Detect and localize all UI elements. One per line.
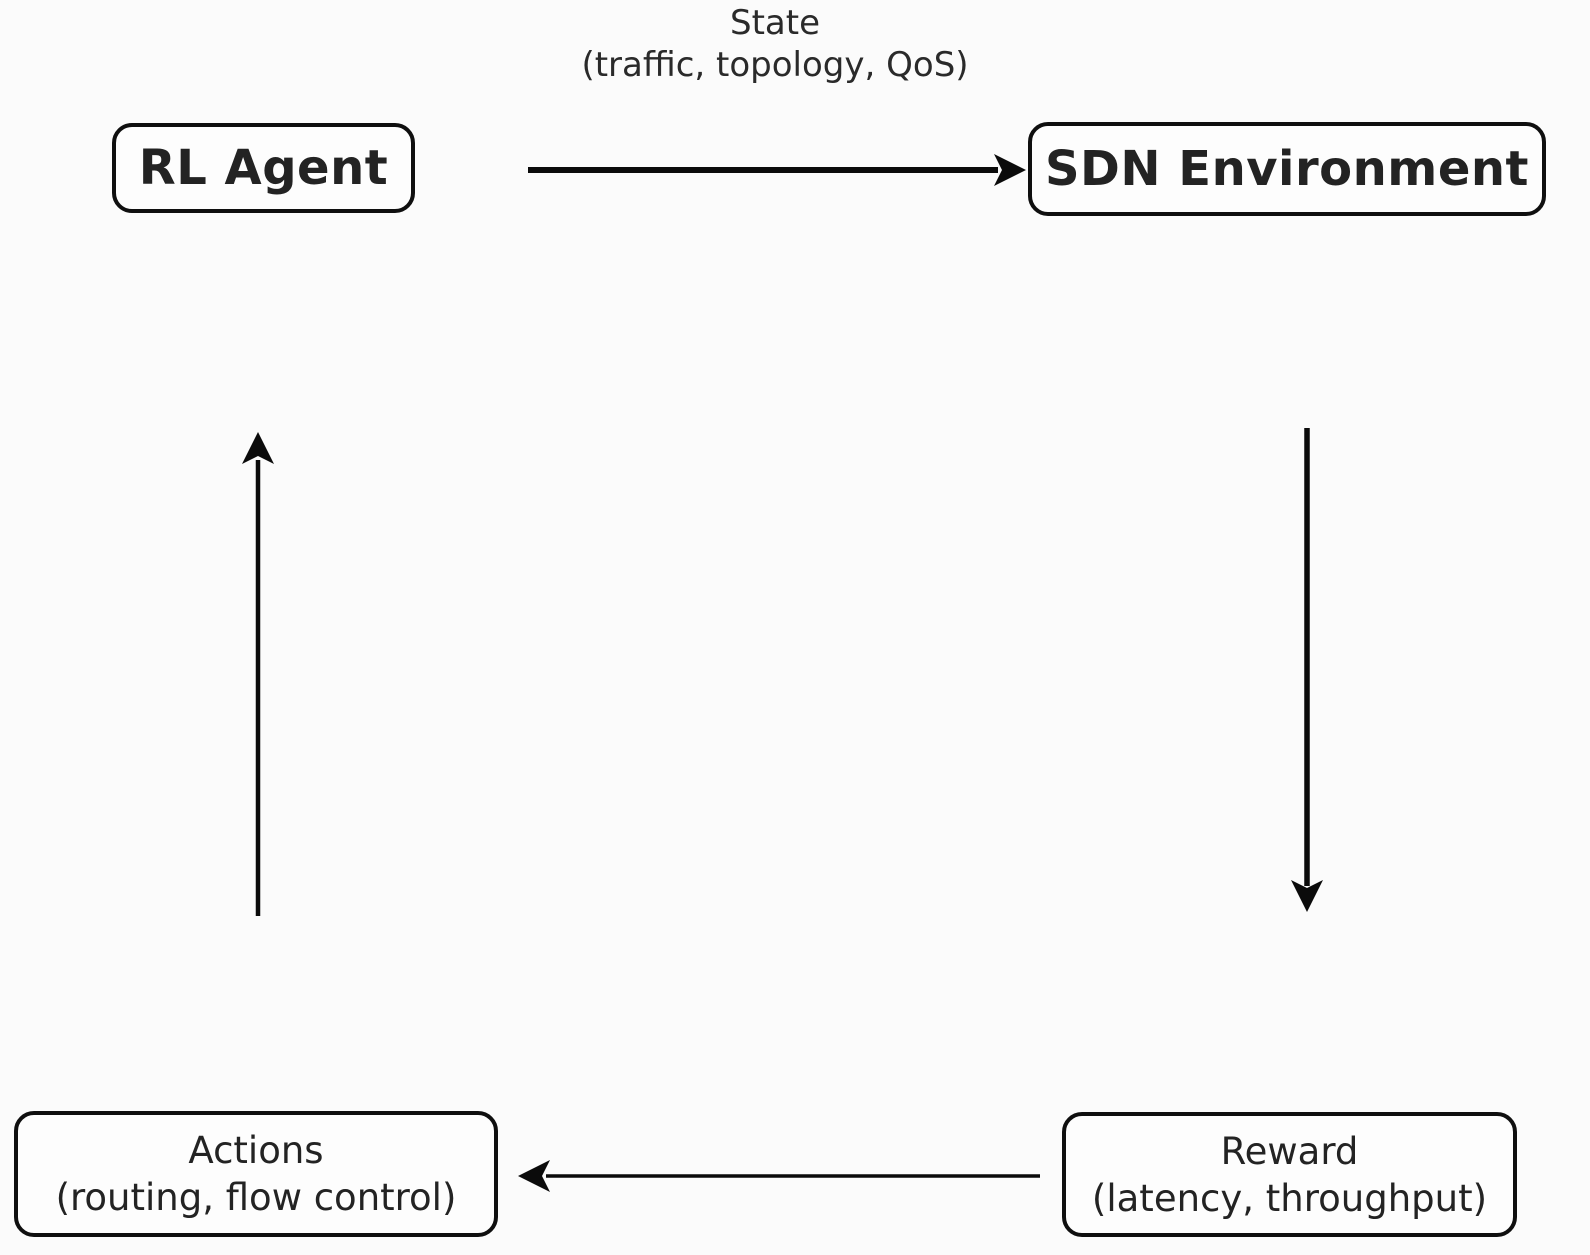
node-actions: Actions (routing, flow control) <box>14 1111 498 1237</box>
node-reward-subtitle: (latency, throughput) <box>1091 1176 1488 1220</box>
actions-to-agent-arrow <box>242 432 274 916</box>
node-reward: Reward (latency, throughput) <box>1062 1112 1517 1237</box>
state-edge-label: State (traffic, topology, QoS) <box>425 2 1125 86</box>
node-reward-title: Reward <box>1220 1129 1359 1173</box>
node-sdn-environment-label: SDN Environment <box>1044 141 1529 197</box>
node-rl-agent-label: RL Agent <box>138 140 389 196</box>
reward-to-actions-arrow-head-icon <box>518 1160 550 1192</box>
state-arrow <box>528 154 1026 186</box>
actions-to-agent-arrow-head-icon <box>242 432 274 464</box>
environment-to-reward-arrow-head-icon <box>1291 880 1323 912</box>
node-sdn-environment: SDN Environment <box>1028 122 1546 216</box>
reward-to-actions-arrow <box>518 1160 1040 1192</box>
node-rl-agent: RL Agent <box>112 123 415 213</box>
state-edge-label-title: State <box>730 3 820 43</box>
state-arrow-head-icon <box>994 154 1026 186</box>
environment-to-reward-arrow <box>1291 428 1323 912</box>
node-actions-subtitle: (routing, flow control) <box>55 1176 457 1219</box>
node-actions-title: Actions <box>188 1129 324 1172</box>
state-edge-label-subtitle: (traffic, topology, QoS) <box>581 45 969 85</box>
